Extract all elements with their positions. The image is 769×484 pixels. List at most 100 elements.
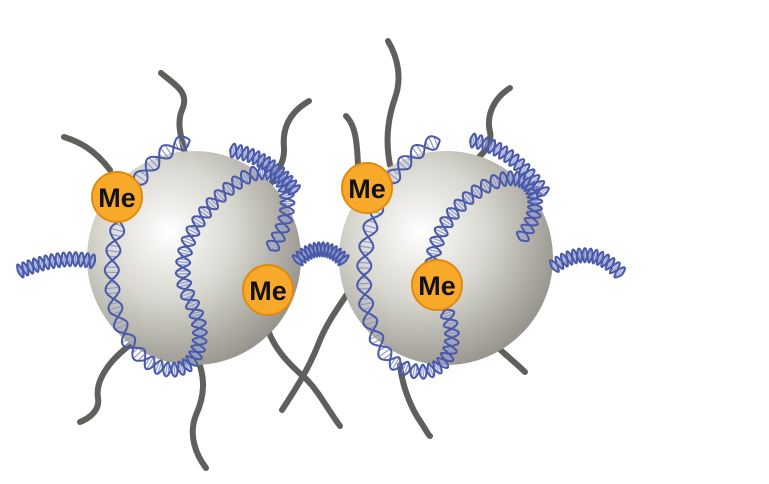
dna-base-pair bbox=[471, 133, 476, 148]
dna-base-pair bbox=[427, 248, 441, 254]
dna-base-pair bbox=[522, 224, 535, 232]
dna-base-pair bbox=[186, 227, 200, 236]
dna-base-pair bbox=[242, 146, 248, 161]
dna-base-pair bbox=[278, 216, 293, 222]
dna-base-pair bbox=[392, 169, 401, 176]
dna-base-pair bbox=[177, 136, 185, 150]
dna-base-pair bbox=[280, 208, 294, 212]
dna-base-pair bbox=[200, 206, 212, 216]
dna-base-pair bbox=[428, 363, 434, 377]
dna-base-pair bbox=[441, 312, 455, 319]
dna-base-pair bbox=[114, 323, 128, 330]
dna-base-pair bbox=[403, 362, 410, 376]
dna-base-pair bbox=[146, 356, 155, 370]
methyl-label: Me bbox=[98, 183, 136, 213]
dna-base-pair bbox=[357, 267, 371, 269]
dna-base-pair bbox=[107, 291, 119, 295]
dna-base-pair bbox=[362, 307, 372, 311]
dna-base-pair bbox=[33, 258, 39, 273]
dna-base-pair bbox=[183, 236, 195, 243]
dna-base-pair bbox=[536, 187, 549, 197]
dna-base-pair bbox=[281, 176, 293, 187]
dna-strand bbox=[499, 170, 544, 241]
dna-base-pair bbox=[357, 282, 371, 285]
dna-base-pair bbox=[369, 333, 382, 340]
dna-base-pair bbox=[206, 199, 218, 210]
dna-base-pair bbox=[181, 239, 195, 246]
dna-base-pair bbox=[272, 232, 285, 240]
dna-base-pair bbox=[106, 249, 121, 253]
dna-base-pair bbox=[27, 260, 33, 274]
dna-base-pair bbox=[164, 144, 173, 156]
dna-base-pair bbox=[471, 187, 479, 198]
methyl-label: Me bbox=[249, 276, 287, 306]
dna-base-pair bbox=[481, 180, 489, 193]
dna-base-pair bbox=[411, 147, 421, 159]
dna-base-pair bbox=[588, 248, 592, 263]
dna-base-pair bbox=[145, 161, 155, 171]
dna-base-pair bbox=[178, 248, 193, 254]
dna-base-pair bbox=[523, 169, 535, 180]
dna-strand bbox=[549, 247, 623, 279]
dna-base-pair bbox=[434, 228, 448, 236]
dna-strand bbox=[469, 132, 546, 198]
dna-base-pair bbox=[397, 160, 408, 170]
dna-base-pair bbox=[39, 256, 45, 271]
dna-base-pair bbox=[483, 179, 491, 192]
dna-base-pair bbox=[400, 156, 411, 168]
dna-base-pair bbox=[134, 173, 147, 183]
dna-base-pair bbox=[358, 261, 371, 264]
dna-base-pair bbox=[56, 253, 60, 268]
dna-base-pair bbox=[454, 200, 465, 212]
dna-strand bbox=[389, 298, 460, 380]
dna-base-pair bbox=[105, 266, 119, 268]
dna-helices bbox=[16, 132, 626, 380]
dna-base-pair bbox=[157, 361, 163, 374]
histone-tail bbox=[343, 113, 361, 168]
dna-base-pair bbox=[601, 254, 609, 268]
dna-strand bbox=[144, 298, 208, 378]
dna-base-pair bbox=[501, 172, 506, 186]
dna-base-pair bbox=[110, 233, 122, 238]
dna-base-pair bbox=[105, 286, 120, 290]
dna-base-pair bbox=[412, 364, 416, 378]
dna-base-pair bbox=[173, 362, 176, 377]
dna-base-pair bbox=[526, 212, 541, 217]
dna-base-pair bbox=[389, 357, 397, 367]
dna-base-pair bbox=[137, 352, 146, 362]
dna-base-pair bbox=[428, 136, 436, 150]
dna-base-pair bbox=[110, 227, 125, 233]
dna-base-pair bbox=[231, 177, 241, 189]
dna-base-pair bbox=[124, 339, 136, 348]
dna-base-pair bbox=[443, 346, 457, 352]
dna-strand bbox=[174, 174, 252, 301]
dna-base-pair bbox=[527, 193, 542, 199]
dna-base-pair bbox=[190, 312, 204, 319]
dna-base-pair bbox=[431, 237, 444, 243]
dna-base-pair bbox=[440, 352, 454, 361]
dna-strand bbox=[104, 139, 191, 362]
dna-base-pair bbox=[185, 355, 198, 366]
dna-base-pair bbox=[430, 239, 443, 246]
dna-base-pair bbox=[463, 192, 474, 204]
dna-base-pair bbox=[614, 266, 625, 278]
histone-tail bbox=[61, 134, 113, 173]
dna-base-pair bbox=[514, 159, 525, 171]
dna-strand bbox=[291, 241, 346, 267]
dna-base-pair bbox=[247, 148, 254, 163]
methyl-mark: Me bbox=[242, 264, 294, 316]
dna-base-pair bbox=[359, 302, 374, 306]
dna-base-pair bbox=[176, 260, 191, 264]
dna-base-pair bbox=[180, 291, 195, 298]
methyl-mark: Me bbox=[91, 171, 143, 223]
histone-tail bbox=[384, 38, 402, 168]
dna-base-pair bbox=[113, 319, 126, 325]
dna-base-pair bbox=[222, 185, 232, 195]
methyl-mark: Me bbox=[341, 162, 393, 214]
dna-base-pair bbox=[224, 182, 234, 195]
dna-base-pair bbox=[160, 147, 169, 159]
dna-base-pair bbox=[360, 297, 371, 301]
dna-base-pair bbox=[178, 283, 191, 288]
histone-tail bbox=[158, 70, 189, 161]
